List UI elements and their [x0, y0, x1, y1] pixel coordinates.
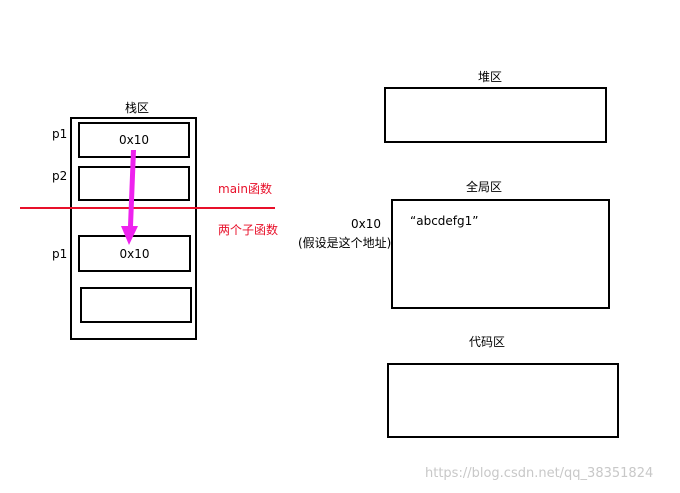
main-function-label: main函数 — [218, 182, 272, 196]
watermark: https://blog.csdn.net/qq_38351824 — [425, 466, 654, 481]
stack-region — [70, 117, 197, 340]
cell-value: 0x10 — [118, 133, 149, 147]
address-note: (假设是这个地址) — [298, 236, 392, 250]
heap-title: 堆区 — [478, 70, 503, 84]
sub-function-label: 两个子函数 — [218, 223, 279, 237]
global-title: 全局区 — [466, 180, 503, 194]
heap-region — [384, 87, 607, 143]
cell-value: 0x10 — [119, 246, 150, 261]
arrow-icon — [121, 150, 138, 245]
global-region — [391, 199, 610, 309]
address-label: 0x10 — [351, 217, 382, 231]
string-literal: “abcdefg1” — [410, 214, 479, 228]
frame-divider-line — [20, 207, 275, 209]
cell-label-p2: p2 — [52, 169, 68, 183]
stack-cell-empty — [80, 287, 192, 323]
cell-label-p1-sub: p1 — [52, 247, 68, 261]
code-title: 代码区 — [469, 335, 506, 349]
cell-label-p1: p1 — [52, 127, 68, 141]
stack-cell-p1-sub: 0x10 — [78, 235, 191, 272]
stack-title: 栈区 — [125, 101, 150, 115]
code-region — [387, 363, 619, 438]
